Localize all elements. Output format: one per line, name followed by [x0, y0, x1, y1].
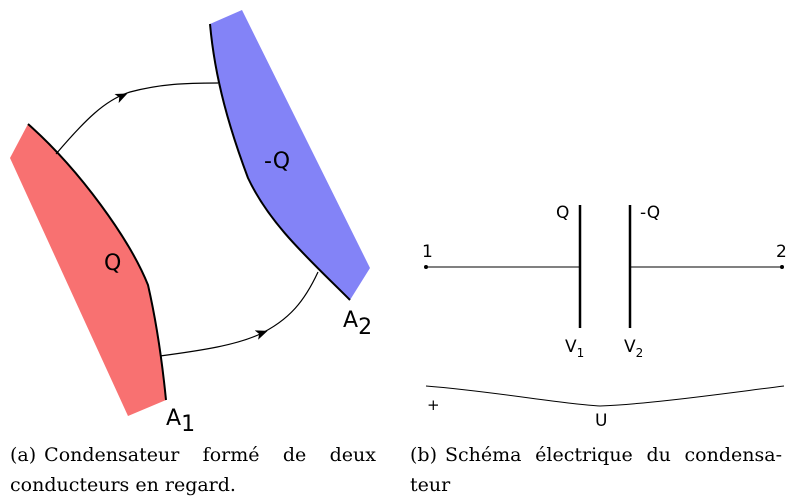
point-a2-sub: 2 [358, 315, 372, 340]
panel-a-diagram: Q -Q A1 A2 [10, 10, 372, 437]
negative-conductor [210, 10, 370, 300]
voltage-label: U [595, 411, 607, 431]
panel-b-schematic: 1 2 Q -Q V1 V2 + U [422, 203, 787, 431]
point-a2-label: A2 [343, 308, 372, 340]
voltage-brace [425, 385, 785, 407]
terminal-left-label: 1 [422, 242, 433, 262]
caption-a-tag: (a) [10, 444, 37, 466]
caption-b-text: Schéma électrique du condensa-teur [410, 444, 782, 496]
plus-sign-label: + [427, 396, 440, 414]
plate-left-charge-label: Q [556, 203, 569, 223]
potential-v1-base: V [565, 337, 577, 357]
point-a1-label: A1 [166, 406, 195, 437]
potential-v1-label: V1 [565, 337, 584, 360]
caption-b: (b)Schéma électrique du condensa-teur [410, 440, 782, 500]
point-a1-base: A [166, 406, 181, 431]
potential-v2-label: V2 [624, 337, 643, 360]
caption-a: (a)Condensateur formé de deux conducteur… [10, 440, 376, 500]
capacitor-figure: Q -Q A1 A2 1 2 Q -Q V1 V2 + U [10, 10, 787, 437]
caption-a-text: Condensateur formé de deux conducteurs e… [10, 444, 376, 496]
point-a2-base: A [343, 308, 358, 333]
plate-right-charge-label: -Q [640, 203, 660, 223]
field-line-bottom [159, 271, 319, 357]
caption-b-tag: (b) [410, 444, 437, 466]
positive-conductor-edge [27, 123, 167, 401]
terminal-left-dot [424, 265, 428, 269]
potential-v2-sub: 2 [636, 346, 644, 360]
point-a1-sub: 1 [181, 412, 195, 437]
potential-v2-base: V [624, 337, 636, 357]
terminal-right-dot [780, 265, 784, 269]
terminal-right-label: 2 [776, 242, 787, 262]
potential-v1-sub: 1 [577, 346, 585, 360]
negative-conductor-edge [209, 23, 351, 301]
positive-charge-label: Q [104, 251, 121, 276]
negative-charge-label: -Q [264, 149, 290, 174]
field-line-top [55, 82, 219, 155]
positive-conductor [10, 124, 166, 416]
